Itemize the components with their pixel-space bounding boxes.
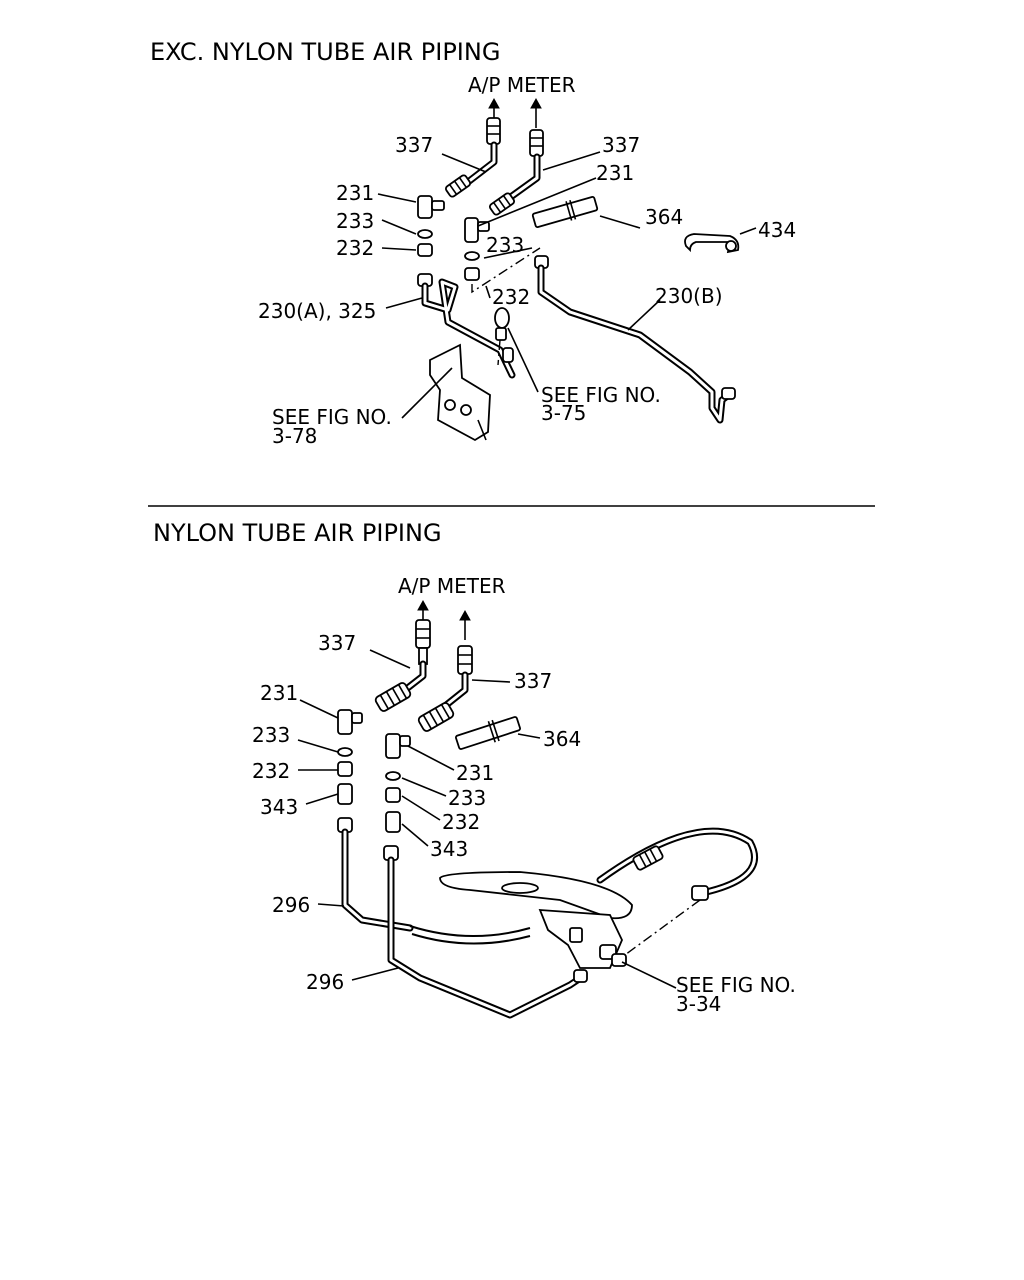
- bottom-label-protector: 364: [543, 727, 581, 751]
- bottom-tube-lower: [383, 845, 588, 1019]
- top-label-protector: 364: [645, 205, 683, 229]
- bottom-label-washer-right: 233: [448, 786, 486, 810]
- bottom-connector-right: [385, 811, 401, 833]
- top-leader-lines: [377, 151, 757, 419]
- top-union-left: [417, 195, 445, 219]
- bottom-label-connector-left: 343: [260, 795, 298, 819]
- top-ref-left-line2: 3-78: [272, 424, 317, 448]
- bottom-washer-left: [337, 747, 353, 757]
- top-label-pipe-a: 230(A), 325: [258, 299, 376, 323]
- top-protector: [531, 196, 599, 228]
- top-label-union-left: 231: [336, 181, 374, 205]
- bottom-gasket-left: [337, 761, 353, 777]
- bottom-leader-lines: [297, 649, 677, 989]
- bottom-connector-left: [337, 783, 353, 805]
- top-label-clip: 434: [758, 218, 796, 242]
- bottom-label-gasket-left: 232: [252, 759, 290, 783]
- bottom-union-left: [337, 709, 363, 735]
- bottom-gasket-right: [385, 787, 401, 803]
- bottom-tube-upper-coil: [409, 925, 531, 945]
- bottom-ref-line2: 3-34: [676, 992, 721, 1016]
- bottom-tube-upper: [337, 817, 531, 945]
- bottom-label-union-right: 231: [456, 761, 494, 785]
- top-pipe-b: [534, 255, 736, 424]
- bottom-valve-body: [439, 871, 633, 969]
- top-section-title: EXC. NYLON TUBE AIR PIPING: [150, 38, 500, 66]
- bottom-ref-line1: SEE FIG NO.: [676, 973, 796, 997]
- top-hose-left: [445, 117, 501, 198]
- top-gasket-right: [464, 267, 480, 281]
- bottom-hose-right: [417, 645, 473, 732]
- top-label-hose-left: 337: [395, 133, 433, 157]
- bottom-meter-arrows: [417, 599, 471, 640]
- top-pipe-a: [417, 273, 516, 379]
- bottom-label-hose-left: 337: [318, 631, 356, 655]
- top-ref-left-line1: SEE FIG NO.: [272, 405, 392, 429]
- bottom-label-connector-right: 343: [430, 837, 468, 861]
- top-switch: [494, 307, 514, 366]
- bottom-label-tube-lower: 296: [306, 970, 344, 994]
- top-bracket: [429, 343, 491, 442]
- bottom-label-washer-left: 233: [252, 723, 290, 747]
- bottom-washer-right: [385, 771, 401, 781]
- top-section: EXC. NYLON TUBE AIR PIPING A/P METER: [150, 38, 796, 448]
- top-union-right: [464, 217, 490, 243]
- bottom-label-tube-upper: 296: [272, 893, 310, 917]
- top-label-washer-right: 233: [486, 233, 524, 257]
- bottom-label-union-left: 231: [260, 681, 298, 705]
- top-label-washer-left: 233: [336, 209, 374, 233]
- bottom-hose-left: [374, 619, 431, 712]
- top-ref-right-line2: 3-75: [541, 401, 586, 425]
- top-meter-label: A/P METER: [468, 73, 576, 97]
- bottom-meter-label: A/P METER: [398, 574, 506, 598]
- bottom-section: NYLON TUBE AIR PIPING A/P METER: [153, 519, 796, 1019]
- top-label-union-right: 231: [596, 161, 634, 185]
- bottom-label-hose-right: 337: [514, 669, 552, 693]
- top-label-hose-right: 337: [602, 133, 640, 157]
- top-ref-right-line1: SEE FIG NO.: [541, 383, 661, 407]
- top-label-gasket-right: 232: [492, 285, 530, 309]
- bottom-label-gasket-right: 232: [442, 810, 480, 834]
- top-washer-left: [417, 229, 433, 239]
- bottom-section-title: NYLON TUBE AIR PIPING: [153, 519, 442, 547]
- bottom-cable-loop: [596, 827, 758, 901]
- bottom-union-right: [385, 733, 411, 759]
- top-label-pipe-b: 230(B): [655, 284, 723, 308]
- top-meter-arrows: [488, 97, 542, 128]
- bottom-protector: [455, 716, 521, 750]
- top-clip: [684, 233, 740, 254]
- top-washer-right: [464, 251, 480, 261]
- top-label-gasket-left: 232: [336, 236, 374, 260]
- top-hose-right: [489, 129, 544, 216]
- top-gasket-left: [417, 243, 433, 257]
